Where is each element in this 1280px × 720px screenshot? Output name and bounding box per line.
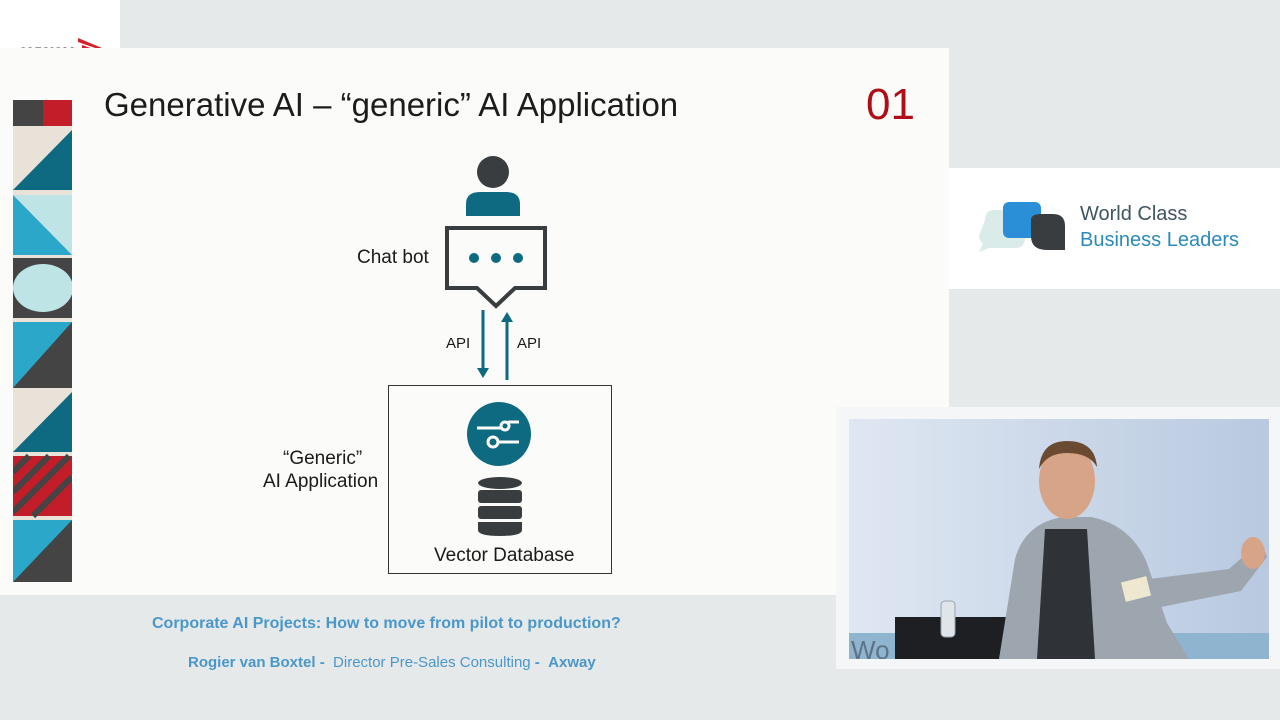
api-down-label: API — [446, 335, 471, 352]
speaker-role: Director Pre-Sales Consulting — [333, 654, 531, 671]
person-icon — [466, 156, 520, 216]
event-title-line2: Business Leaders — [1080, 229, 1239, 251]
speaker-company: Axway — [548, 654, 596, 671]
vector-database-label: Vector Database — [434, 545, 575, 566]
ai-circuit-icon — [467, 402, 531, 466]
video-backdrop-text: Wo — [851, 635, 890, 659]
presentation-slide: Generative AI – “generic” AI Application… — [0, 48, 949, 595]
separator: - — [319, 654, 325, 671]
speaker-line: Rogier van Boxtel - Director Pre-Sales C… — [188, 654, 596, 671]
decorative-side-strip — [13, 100, 72, 582]
ai-application-box — [388, 385, 612, 574]
api-up-label: API — [517, 335, 542, 352]
api-down-arrow — [477, 310, 489, 378]
generic-label-line1: “Generic” — [283, 448, 363, 469]
chatbot-label: Chat bot — [357, 247, 429, 268]
slide-number: 01 — [866, 80, 915, 129]
speaker-video-scene: Wo — [849, 419, 1269, 659]
speaker-name: Rogier van Boxtel — [188, 654, 316, 671]
wcbl-logo-icon — [979, 202, 1065, 252]
slide-title: Generative AI – “generic” AI Application — [104, 86, 679, 123]
chat-bubble-icon — [445, 226, 547, 309]
talk-title: Corporate AI Projects: How to move from … — [152, 615, 621, 632]
event-title-line1: World Class — [1080, 203, 1188, 225]
database-icon — [478, 477, 522, 536]
speaker-video: Wo — [849, 419, 1269, 659]
event-logo-panel: World Class Business Leaders — [949, 168, 1280, 289]
separator: - — [534, 654, 540, 671]
api-up-arrow — [501, 312, 513, 380]
generic-label-line2: AI Application — [263, 471, 379, 492]
